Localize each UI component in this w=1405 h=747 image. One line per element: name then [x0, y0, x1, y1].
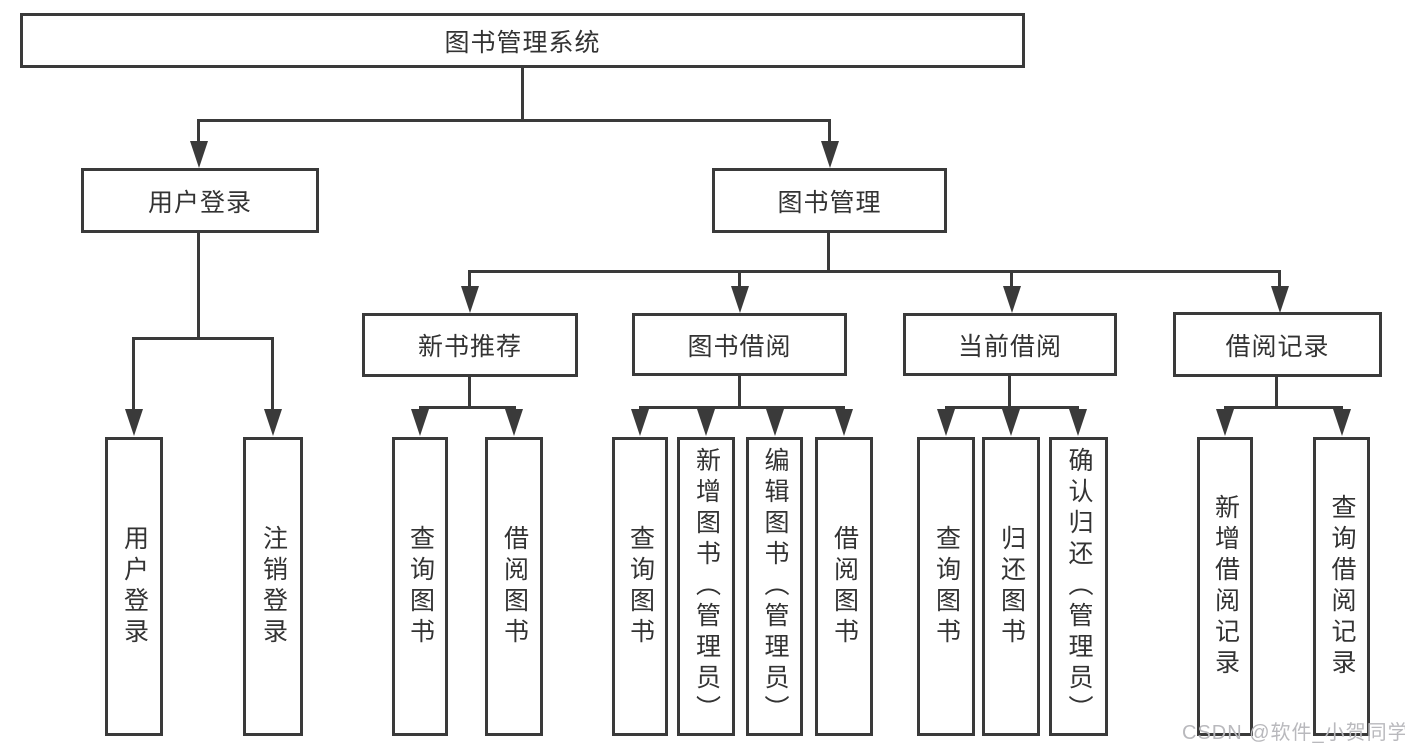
- arrow-down-icon: [631, 409, 649, 436]
- leaf-user-login-label: 用户登录: [120, 524, 149, 649]
- node-book-borrow-label: 图书借阅: [687, 332, 792, 361]
- connector-line: [197, 119, 200, 143]
- arrow-down-icon: [264, 409, 282, 436]
- leaf-borrow-book-recommend: 借阅图书: [485, 437, 543, 736]
- arrow-down-icon: [1333, 409, 1351, 436]
- connector-line: [1224, 406, 1343, 409]
- node-root-label: 图书管理系统: [444, 28, 601, 57]
- leaf-add-borrow-record: 新增借阅记录: [1197, 437, 1253, 736]
- connector-line: [738, 270, 741, 287]
- leaf-query-borrow-record: 查询借阅记录: [1313, 437, 1370, 736]
- connector-line: [827, 233, 830, 272]
- connector-line: [1008, 376, 1011, 408]
- arrow-down-icon: [190, 141, 208, 168]
- node-book-management-label: 图书管理: [777, 188, 882, 217]
- arrow-down-icon: [1271, 286, 1289, 313]
- leaf-edit-book-admin: 编辑图书（管理员）: [746, 437, 803, 736]
- connector-line: [1275, 377, 1278, 408]
- arrow-down-icon: [125, 409, 143, 436]
- arrow-down-icon: [505, 409, 523, 436]
- node-borrow-record-label: 借阅记录: [1225, 332, 1330, 361]
- leaf-query-book-borrow-label: 查询图书: [626, 524, 655, 649]
- leaf-query-book-recommend: 查询图书: [392, 437, 448, 736]
- leaf-confirm-return-admin: 确认归还（管理员）: [1049, 437, 1108, 736]
- node-user-login-label: 用户登录: [147, 188, 252, 217]
- leaf-query-book-recommend-label: 查询图书: [406, 524, 435, 649]
- leaf-confirm-return-admin-label: 确认归还（管理员）: [1065, 447, 1093, 726]
- node-root: 图书管理系统: [20, 13, 1025, 68]
- connector-line: [271, 337, 274, 411]
- arrow-down-icon: [1003, 286, 1021, 313]
- leaf-query-borrow-record-label: 查询借阅记录: [1328, 493, 1356, 680]
- connector-line: [1010, 270, 1013, 287]
- connector-line: [828, 119, 831, 143]
- leaf-logout-label: 注销登录: [259, 524, 288, 649]
- node-new-book-recommend: 新书推荐: [362, 313, 578, 377]
- node-current-borrow: 当前借阅: [903, 313, 1117, 376]
- arrow-down-icon: [835, 409, 853, 436]
- leaf-return-book-label: 归还图书: [997, 524, 1026, 649]
- arrow-down-icon: [1002, 409, 1020, 436]
- leaf-query-book-current: 查询图书: [917, 437, 975, 736]
- arrow-down-icon: [411, 409, 429, 436]
- node-user-login: 用户登录: [81, 168, 319, 233]
- connector-line: [1278, 270, 1281, 287]
- arrow-down-icon: [1216, 409, 1234, 436]
- leaf-edit-book-admin-label: 编辑图书（管理员）: [761, 447, 789, 726]
- connector-line: [419, 406, 516, 409]
- connector-line: [468, 270, 1281, 273]
- leaf-add-book-admin: 新增图书（管理员）: [677, 437, 735, 736]
- connector-line: [639, 406, 845, 409]
- node-new-book-recommend-label: 新书推荐: [417, 333, 522, 361]
- watermark: CSDN @软件_小贺同学: [1182, 722, 1405, 744]
- leaf-return-book: 归还图书: [982, 437, 1040, 736]
- connector-line: [738, 376, 741, 408]
- node-book-management: 图书管理: [712, 168, 947, 233]
- arrow-down-icon: [697, 409, 715, 436]
- leaf-borrow-book-recommend-label: 借阅图书: [500, 524, 529, 649]
- arrow-down-icon: [766, 409, 784, 436]
- connector-line: [198, 119, 831, 122]
- leaf-query-book-borrow: 查询图书: [612, 437, 668, 736]
- arrow-down-icon: [1069, 409, 1087, 436]
- arrow-down-icon: [731, 286, 749, 313]
- connector-line: [468, 377, 471, 408]
- leaf-borrow-book-label: 借阅图书: [830, 524, 859, 649]
- arrow-down-icon: [937, 409, 955, 436]
- leaf-add-borrow-record-label: 新增借阅记录: [1211, 493, 1240, 680]
- connector-line: [521, 68, 524, 119]
- leaf-user-login: 用户登录: [105, 437, 163, 736]
- arrow-down-icon: [461, 286, 479, 313]
- connector-line: [468, 270, 471, 287]
- leaf-query-book-current-label: 查询图书: [932, 524, 961, 649]
- node-borrow-record: 借阅记录: [1173, 312, 1382, 377]
- leaf-borrow-book: 借阅图书: [815, 437, 873, 736]
- arrow-down-icon: [821, 141, 839, 168]
- leaf-add-book-admin-label: 新增图书（管理员）: [692, 447, 721, 726]
- leaf-logout: 注销登录: [243, 437, 303, 736]
- node-book-borrow: 图书借阅: [632, 313, 847, 376]
- node-current-borrow-label: 当前借阅: [957, 332, 1062, 361]
- connector-line: [945, 406, 1079, 409]
- connector-line: [132, 337, 274, 340]
- connector-line: [197, 233, 200, 339]
- connector-line: [132, 337, 135, 411]
